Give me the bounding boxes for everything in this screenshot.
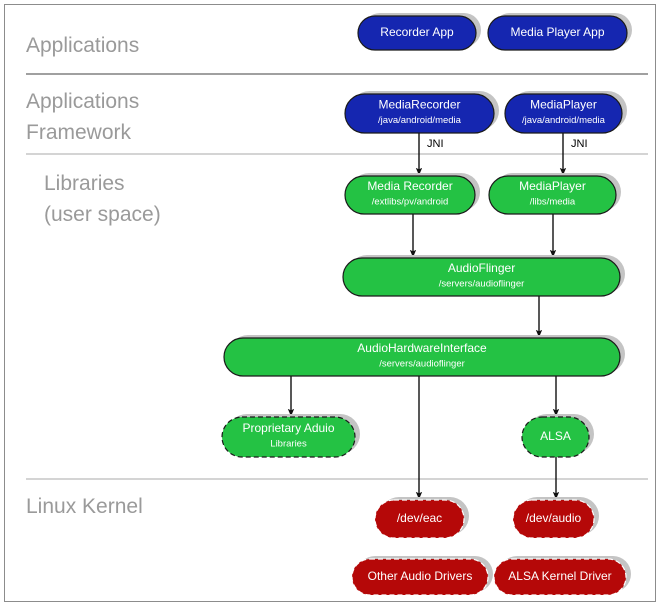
edge-mediaplayer-to-mediaplayer-lib-label: JNI [571, 138, 588, 150]
node-body[interactable] [342, 257, 621, 297]
node-audiohardwareinterface[interactable]: AudioHardwareInterface/servers/audioflin… [223, 335, 625, 377]
node-body[interactable] [488, 175, 617, 215]
node-body[interactable] [487, 15, 628, 51]
node-alsa[interactable]: ALSA [521, 414, 594, 458]
node-title: Media Recorder [367, 179, 452, 193]
node-title: Other Audio Drivers [368, 569, 473, 583]
node-body[interactable] [223, 337, 621, 377]
node-body[interactable] [351, 558, 489, 596]
node-title: Media Player App [510, 25, 604, 39]
section-label-applications-framework: Framework [26, 121, 132, 144]
node-title: Recorder App [380, 25, 454, 39]
node-title: Proprietary Aduio [242, 421, 334, 435]
edge-mediarecorder-to-media-recorder-label: JNI [427, 138, 444, 150]
node-title: /dev/eac [397, 511, 442, 525]
node-media-recorder-lib[interactable]: Media Recorder/extlibs/pv/android [344, 173, 480, 215]
node-subtitle: Libraries [270, 439, 307, 450]
connector-edges: JNI JNI [287, 133, 588, 500]
node-body[interactable] [344, 93, 495, 134]
node-subtitle: /extlibs/pv/android [372, 197, 449, 208]
section-label-applications-framework: Applications [26, 90, 139, 113]
node-other-audio-drivers[interactable]: Other Audio Drivers [351, 556, 493, 596]
node-recorder-app[interactable]: Recorder App [357, 13, 481, 51]
node-dev-audio[interactable]: /dev/audio [512, 497, 599, 539]
node-subtitle: /servers/audioflinger [379, 359, 465, 370]
node-mediaplayer-framework[interactable]: MediaPlayer/java/android/media [504, 91, 627, 134]
node-body[interactable] [493, 558, 627, 596]
node-mediarecorder-framework[interactable]: MediaRecorder/java/android/media [344, 91, 499, 134]
node-mediaplayer-lib[interactable]: MediaPlayer/libs/media [488, 173, 621, 215]
section-dividers [26, 73, 648, 480]
section-label-libraries: Libraries [44, 172, 125, 195]
node-body[interactable] [344, 175, 476, 215]
node-body[interactable] [512, 499, 595, 539]
node-title: ALSA Kernel Driver [508, 569, 611, 583]
node-body[interactable] [221, 416, 356, 458]
node-body[interactable] [521, 416, 590, 458]
node-title: AudioHardwareInterface [357, 341, 487, 355]
section-labels: ApplicationsApplicationsFrameworkLibrari… [26, 34, 161, 518]
node-media-player-app[interactable]: Media Player App [487, 13, 632, 51]
node-subtitle: /libs/media [530, 197, 576, 208]
node-title: MediaRecorder [378, 98, 460, 112]
node-title: MediaPlayer [519, 179, 586, 193]
section-label-libraries: (user space) [44, 203, 161, 226]
node-alsa-kernel-driver[interactable]: ALSA Kernel Driver [493, 556, 631, 596]
node-body[interactable] [504, 93, 623, 134]
node-audioflinger[interactable]: AudioFlinger/servers/audioflinger [342, 255, 625, 297]
node-title: MediaPlayer [530, 98, 597, 112]
node-dev-eac[interactable]: /dev/eac [374, 497, 469, 539]
node-title: ALSA [540, 429, 571, 443]
node-body[interactable] [374, 499, 465, 539]
diagram-nodes: Recorder App Media Player AppMediaRecorde… [221, 13, 632, 596]
node-body[interactable] [357, 15, 477, 51]
node-subtitle: /servers/audioflinger [439, 279, 525, 290]
node-title: AudioFlinger [448, 261, 515, 275]
node-title: /dev/audio [526, 511, 582, 525]
node-subtitle: /java/android/media [522, 115, 606, 126]
node-subtitle: /java/android/media [378, 115, 462, 126]
section-label-applications: Applications [26, 34, 139, 57]
section-label-linux-kernel: Linux Kernel [26, 495, 143, 518]
